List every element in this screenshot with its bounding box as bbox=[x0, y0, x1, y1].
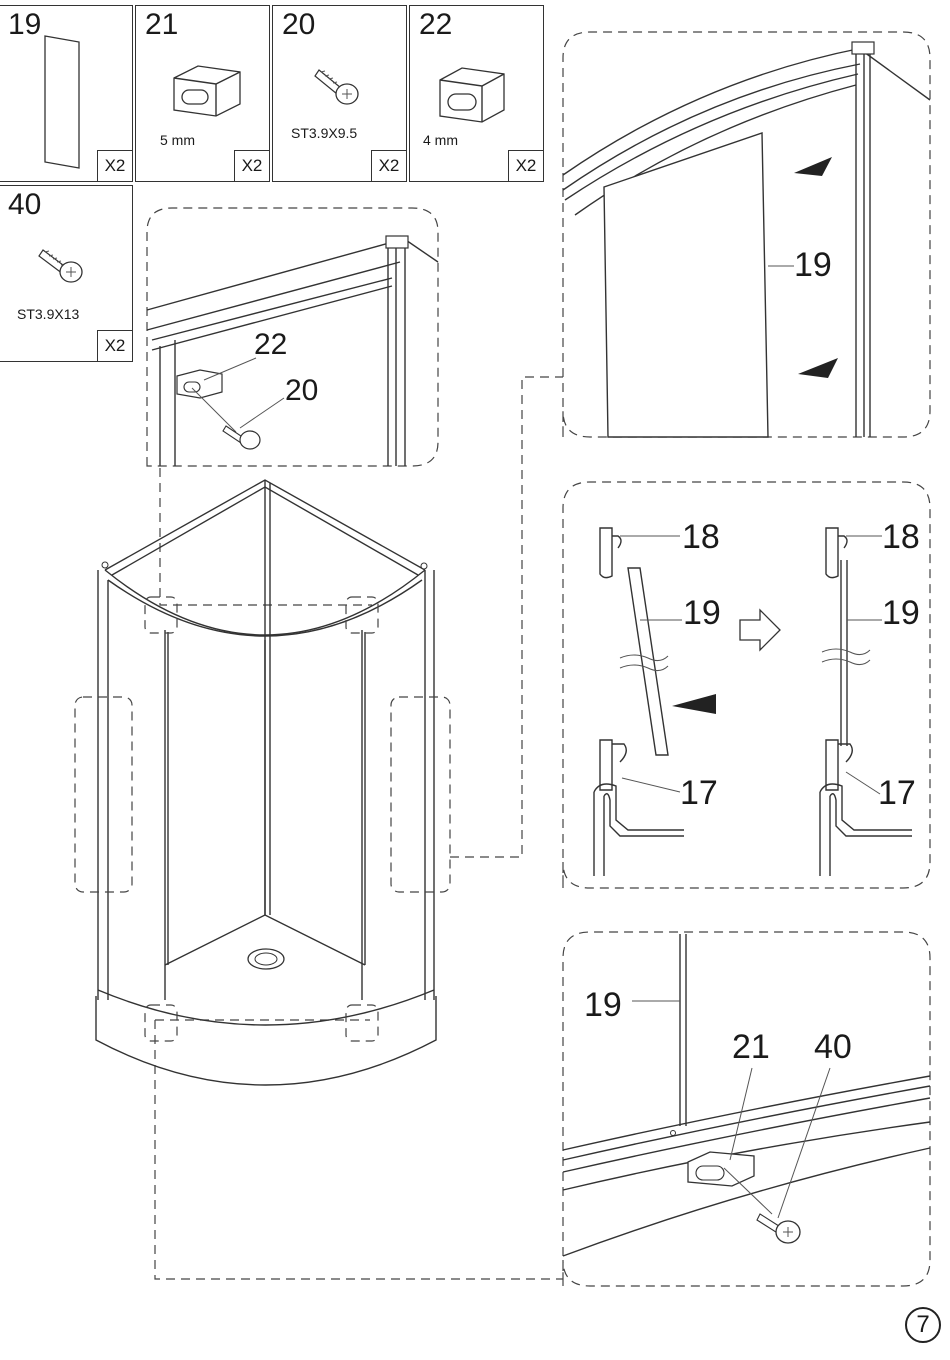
detail-panel-middle: 18 19 17 18 19 17 bbox=[563, 482, 930, 888]
callout-19: 19 bbox=[584, 986, 622, 1024]
shower-enclosure bbox=[75, 480, 450, 1085]
callout-18: 18 bbox=[682, 518, 720, 556]
page-number: 7 bbox=[905, 1307, 941, 1343]
callout-21: 21 bbox=[732, 1028, 770, 1066]
callout-20: 20 bbox=[285, 374, 318, 407]
callout-19: 19 bbox=[683, 594, 721, 632]
callout-19: 19 bbox=[794, 246, 832, 284]
callout-40: 40 bbox=[814, 1028, 852, 1066]
callout-17: 17 bbox=[878, 774, 916, 812]
callout-19: 19 bbox=[882, 594, 920, 632]
detail-panel-bottom: 19 21 40 bbox=[563, 932, 930, 1286]
callout-17: 17 bbox=[680, 774, 718, 812]
detail-panel-top-left: 22 20 bbox=[147, 208, 438, 466]
callout-18: 18 bbox=[882, 518, 920, 556]
detail-panel-top-right: 19 bbox=[563, 32, 930, 437]
callout-22: 22 bbox=[254, 328, 287, 361]
leader-lines bbox=[155, 377, 563, 1279]
